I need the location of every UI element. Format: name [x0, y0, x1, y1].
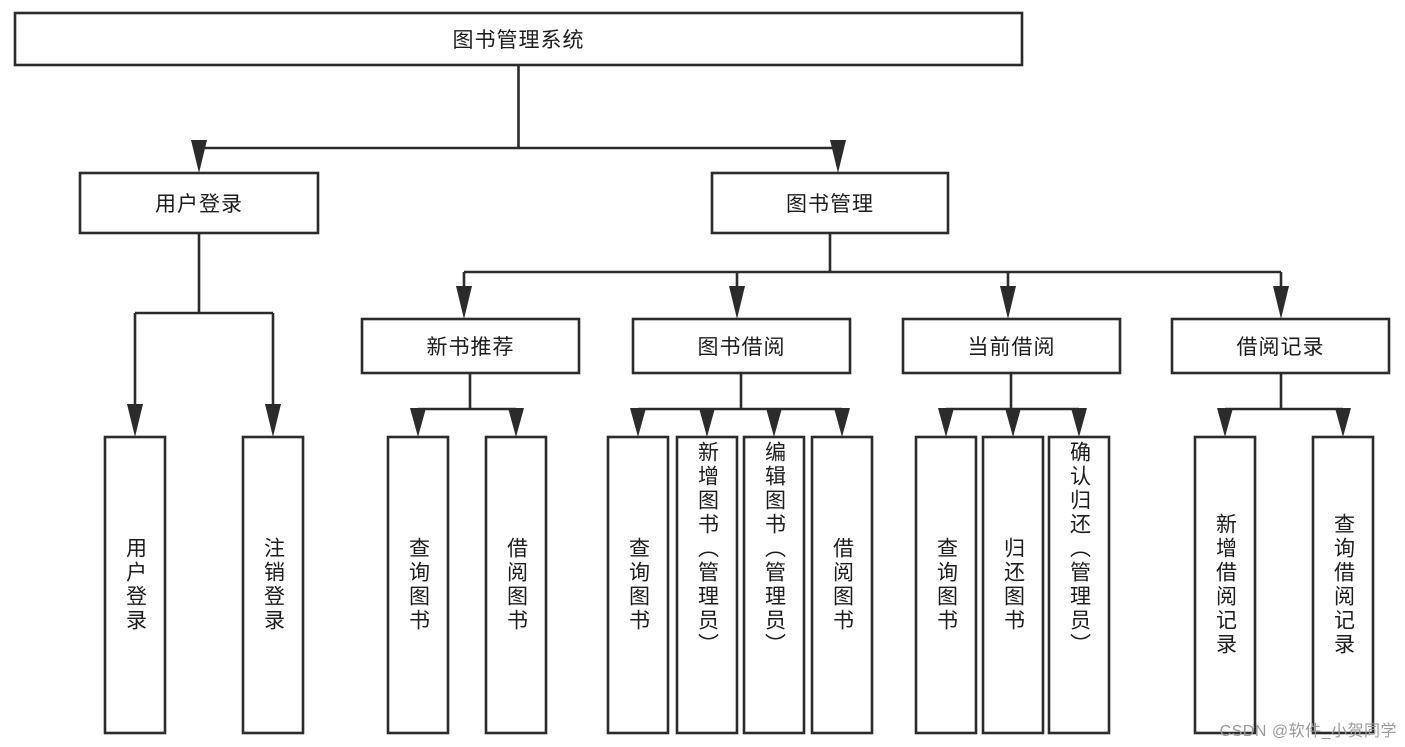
node-box-leaf-query-book-current[interactable] [914, 435, 978, 735]
node-box-new-book-recommend[interactable] [360, 317, 581, 375]
arrowhead-leaf-query-book-current [938, 408, 954, 437]
arrowhead-current-borrow [1000, 286, 1016, 319]
node-box-leaf-confirm-return-admin[interactable] [1047, 435, 1111, 735]
node-box-root[interactable] [13, 11, 1024, 67]
node-box-leaf-borrow-book-new[interactable] [484, 435, 548, 735]
arrowhead-book-borrow [729, 286, 745, 319]
node-box-leaf-return-book[interactable] [981, 435, 1045, 735]
arrowhead-leaf-confirm-return-admin [1071, 408, 1087, 437]
arrowhead-leaf-add-book-admin [699, 408, 715, 437]
arrowhead-leaf-edit-book-admin [766, 408, 782, 437]
arrowhead-leaf-user-login [127, 404, 143, 437]
arrowhead-leaf-add-borrow-record [1217, 408, 1233, 437]
arrowhead-borrow-record [1273, 286, 1289, 319]
arrowhead-userlogin [191, 140, 207, 173]
arrowhead-leaf-borrow-book [834, 408, 850, 437]
connector-group-borrowrecord [1217, 373, 1351, 437]
arrowhead-leaf-query-book-borrow [630, 408, 646, 437]
node-box-user-login[interactable] [78, 171, 320, 235]
arrowhead-leaf-borrow-book-new [508, 408, 524, 437]
node-box-book-borrow[interactable] [631, 317, 852, 375]
connector-group-bookmgmt [456, 233, 1289, 319]
node-box-leaf-edit-book-admin[interactable] [742, 435, 806, 735]
connector-group-newbook [410, 373, 524, 437]
connector-group-currentborrow [938, 373, 1087, 437]
connector-group-root [191, 65, 846, 173]
node-box-leaf-add-book-admin[interactable] [675, 435, 739, 735]
arrowhead-bookmgmt [830, 140, 846, 173]
connector-group-userlogin [127, 233, 281, 437]
watermark-text: CSDN @软件_小贺同学 [1219, 723, 1397, 740]
node-box-leaf-add-borrow-record[interactable] [1193, 435, 1257, 735]
arrowhead-leaf-user-logout [265, 404, 281, 437]
node-box-leaf-user-logout[interactable] [241, 435, 305, 735]
node-box-leaf-query-book-new[interactable] [386, 435, 450, 735]
node-box-leaf-query-book-borrow[interactable] [606, 435, 670, 735]
node-box-borrow-record[interactable] [1170, 317, 1391, 375]
node-box-leaf-user-login[interactable] [103, 435, 167, 735]
arrowhead-leaf-return-book [1005, 408, 1021, 437]
node-box-leaf-borrow-book[interactable] [810, 435, 874, 735]
arrowhead-new-book-recommend [456, 286, 472, 319]
arrowhead-leaf-query-book-new [410, 408, 426, 437]
arrowhead-leaf-query-borrow-record [1335, 408, 1351, 437]
node-box-leaf-query-borrow-record[interactable] [1311, 435, 1375, 735]
node-box-book-management[interactable] [710, 171, 950, 235]
node-box-current-borrow[interactable] [901, 317, 1122, 375]
connector-group-bookborrow [630, 373, 850, 437]
